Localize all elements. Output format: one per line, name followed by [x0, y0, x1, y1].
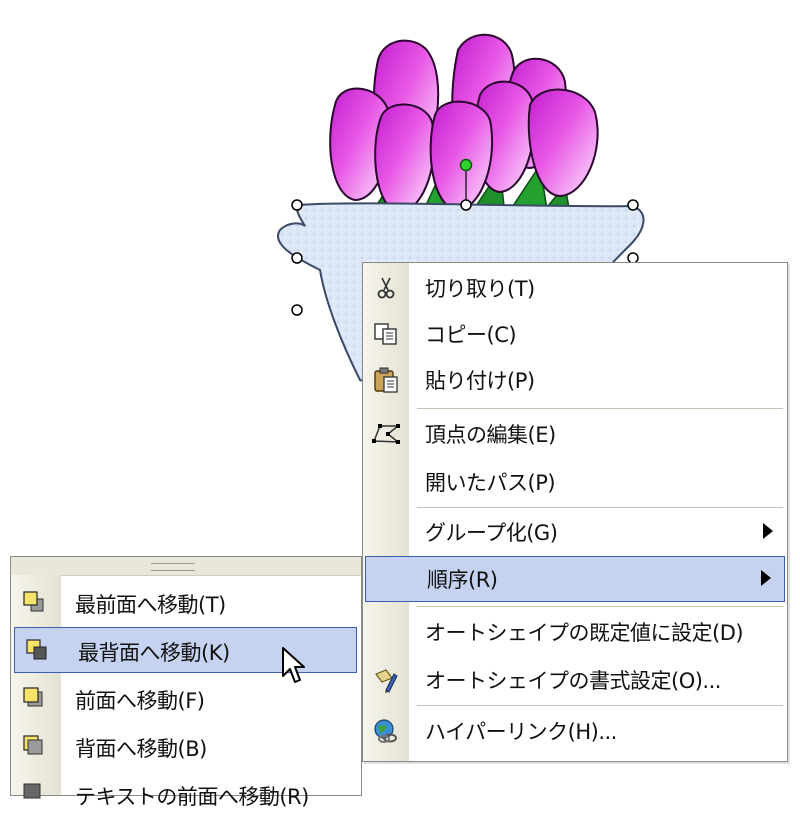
bring-to-front-icon [19, 587, 49, 617]
scissors-icon [369, 271, 403, 305]
menu-item-label: ハイパーリンク(H)... [425, 720, 617, 744]
menu-item-hyperlink[interactable]: ハイパーリンク(H)... [363, 708, 787, 754]
grip-icon [151, 563, 195, 571]
menu-item-label: コピー(C) [425, 323, 517, 347]
menu-item-cut[interactable]: 切り取り(T) [363, 265, 787, 311]
menu-item-paste[interactable]: 貼り付け(P) [363, 357, 787, 403]
menu-separator [417, 606, 783, 607]
resize-handle-bottom-left[interactable] [291, 304, 303, 316]
submenu-item-bring-forward[interactable]: 前面へ移動(F) [11, 675, 361, 721]
copy-icon [369, 317, 403, 351]
menu-item-copy[interactable]: コピー(C) [363, 311, 787, 357]
menu-item-label: グループ化(G) [425, 521, 558, 545]
resize-handle-top[interactable] [460, 199, 472, 211]
submenu-icon-gutter [11, 575, 61, 795]
resize-handle-left[interactable] [291, 252, 303, 264]
order-submenu: 最前面へ移動(T) 最背面へ移動(K) 前面へ移動(F) 背面へ移動(B) [10, 556, 362, 809]
submenu-item-label: 前面へ移動(F) [75, 689, 205, 713]
menu-item-label: 順序(R) [427, 568, 498, 592]
submenu-item-label: 最前面へ移動(T) [75, 593, 226, 617]
edit-points-icon [369, 417, 403, 451]
submenu-item-bring-to-front[interactable]: 最前面へ移動(T) [11, 579, 361, 625]
menu-item-format-autoshape[interactable]: オートシェイプの書式設定(O)... [363, 657, 787, 703]
submenu-arrow-icon [761, 570, 771, 586]
menu-item-label: 頂点の編集(E) [425, 423, 556, 447]
send-backward-icon [19, 731, 49, 761]
paste-icon [369, 363, 403, 397]
menu-item-label: オートシェイプの既定値に設定(D) [425, 621, 744, 645]
context-menu: 切り取り(T) コピー(C) 貼り付け(P) [362, 262, 788, 762]
menu-item-set-autoshape-default[interactable]: オートシェイプの既定値に設定(D) [363, 609, 787, 655]
rotate-handle[interactable] [459, 158, 473, 172]
menu-item-label: 貼り付け(P) [425, 369, 535, 393]
submenu-drag-grip[interactable] [11, 557, 361, 576]
submenu-item-text-front[interactable]: テキストの前面へ移動(R) [11, 771, 361, 817]
format-autoshape-icon [369, 663, 403, 697]
submenu-item-label: 最背面へ移動(K) [78, 641, 230, 665]
menu-item-group[interactable]: グループ化(G) [363, 509, 787, 555]
mouse-cursor-icon [282, 647, 305, 683]
hyperlink-globe-icon [369, 714, 403, 748]
menu-item-order[interactable]: 順序(R) [365, 556, 785, 602]
submenu-item-label: テキストの前面へ移動(R) [75, 785, 309, 809]
resize-handle-top-right[interactable] [627, 199, 639, 211]
menu-separator [417, 507, 783, 508]
menu-item-edit-points[interactable]: 頂点の編集(E) [363, 411, 787, 457]
submenu-item-label: 背面へ移動(B) [75, 737, 207, 761]
submenu-item-send-backward[interactable]: 背面へ移動(B) [11, 723, 361, 769]
menu-item-label: 切り取り(T) [425, 277, 535, 301]
bring-forward-icon [19, 683, 49, 713]
resize-handle-top-left[interactable] [291, 199, 303, 211]
menu-item-open-path[interactable]: 開いたパス(P) [363, 459, 787, 505]
tulip-flowers [329, 33, 599, 214]
submenu-arrow-icon [763, 523, 773, 539]
menu-separator [417, 408, 783, 409]
menu-item-label: オートシェイプの書式設定(O)... [425, 669, 721, 693]
menu-item-label: 開いたパス(P) [425, 471, 556, 495]
menu-separator [417, 705, 783, 706]
send-to-back-icon [22, 635, 52, 665]
